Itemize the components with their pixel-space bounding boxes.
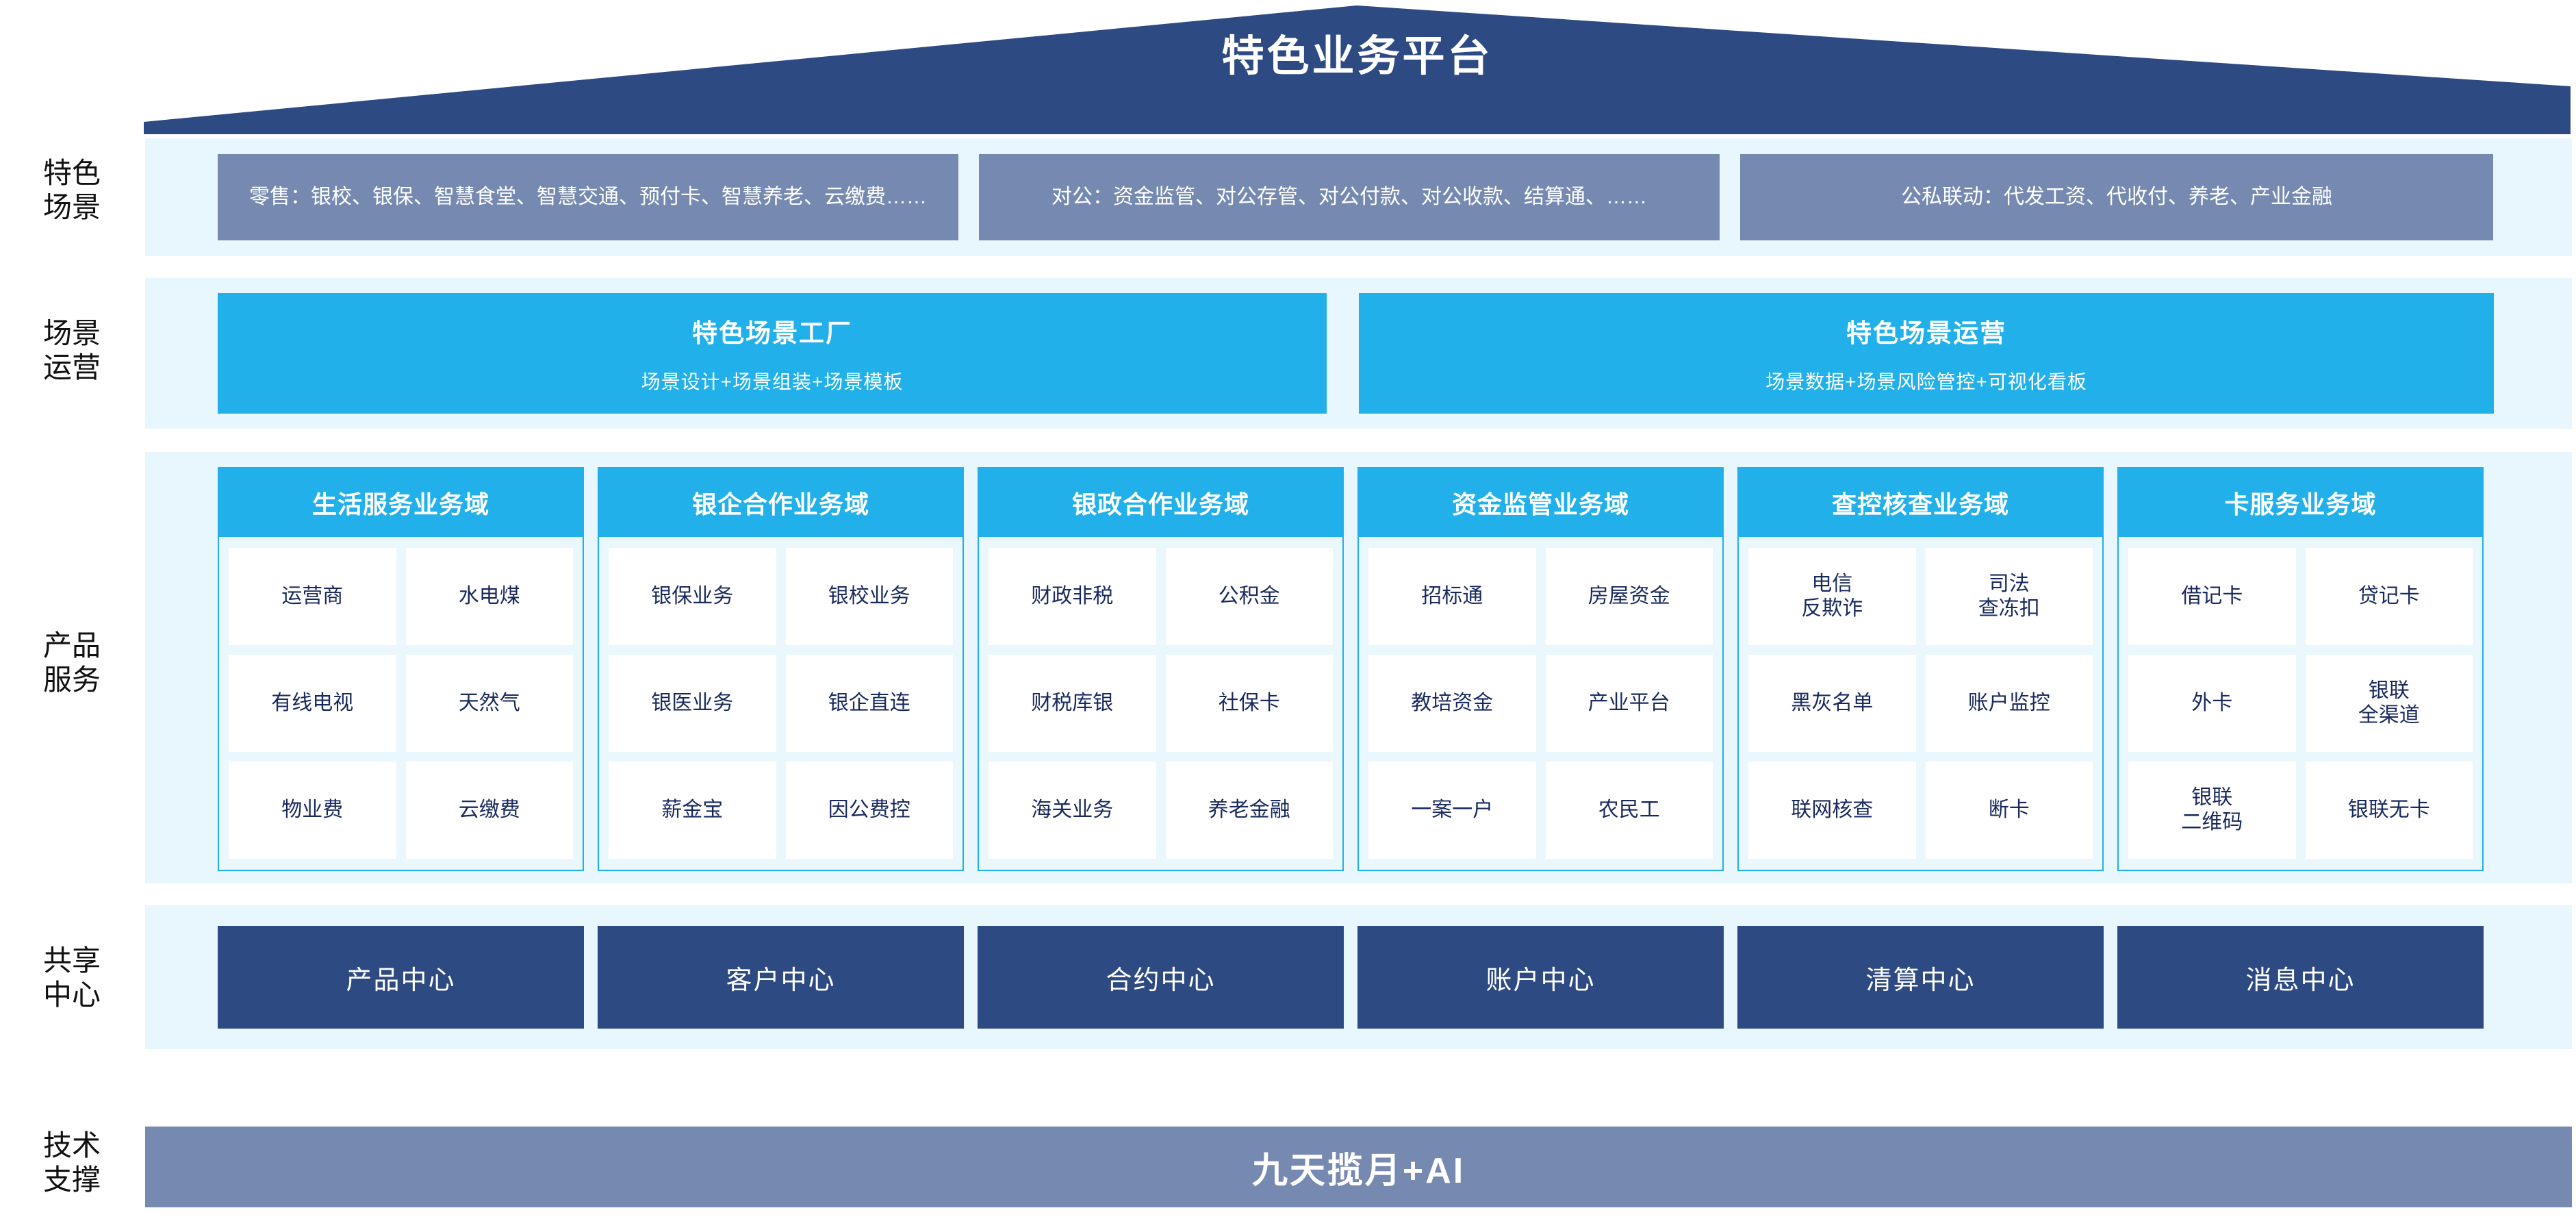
domain-cell[interactable]: 农民工: [1545, 762, 1713, 859]
domain-title: 生活服务业务域: [219, 468, 583, 537]
domain-cell-grid: 财政非税 公积金 财税库银 社保卡 海关业务 养老金融: [979, 537, 1342, 870]
domain-cell[interactable]: 银联 二维码: [2128, 762, 2296, 859]
domain-cell[interactable]: 运营商: [229, 548, 396, 645]
domain-cell[interactable]: 银企直连: [785, 655, 953, 752]
row-label-line: 技术: [42, 1129, 101, 1161]
ops-card-title: 特色场景工厂: [692, 319, 852, 347]
domain-cell[interactable]: 银校业务: [785, 548, 953, 645]
domain-cell-grid: 借记卡 贷记卡 外卡 银联 全渠道 银联 二维码 银联无卡: [2119, 537, 2482, 870]
row-label-shared-center: 共享 中心: [14, 944, 130, 1011]
domain-column-life-service[interactable]: 生活服务业务域 运营商 水电煤 有线电视 天然气 物业费 云缴费: [218, 467, 584, 871]
domain-cell[interactable]: 薪金宝: [609, 762, 776, 859]
domain-cell[interactable]: 财政非税: [989, 548, 1156, 645]
domain-cell[interactable]: 黑灰名单: [1748, 655, 1916, 752]
row-label-line: 场景: [42, 317, 101, 349]
domain-cell[interactable]: 海关业务: [989, 762, 1156, 859]
domain-title: 卡服务业务域: [2119, 468, 2482, 537]
domain-column-bank-government[interactable]: 银政合作业务域 财政非税 公积金 财税库银 社保卡 海关业务 养老金融: [978, 467, 1344, 871]
banner-roof-shape: [144, 5, 2571, 134]
domain-cell[interactable]: 司法 查冻扣: [1925, 548, 2093, 645]
domain-cell-grid: 招标通 房屋资金 教培资金 产业平台 一案一户 农民工: [1359, 537, 1722, 870]
shared-center-customer[interactable]: 客户中心: [598, 926, 964, 1029]
domain-cell[interactable]: 财税库银: [989, 655, 1156, 752]
domain-title: 资金监管业务域: [1359, 468, 1722, 537]
domain-cell[interactable]: 断卡: [1925, 762, 2093, 859]
domain-cell[interactable]: 产业平台: [1545, 655, 1713, 752]
row-label-line: 特色: [42, 157, 101, 189]
domain-title: 查控核查业务域: [1739, 468, 2102, 537]
ops-card-subtitle: 场景设计+场景组装+场景模板: [641, 371, 904, 392]
row-label-line: 运营: [42, 351, 101, 384]
domain-cell[interactable]: 联网核查: [1748, 762, 1916, 859]
page-title: 特色业务平台: [1221, 33, 1493, 80]
domain-cell[interactable]: 因公费控: [785, 762, 953, 859]
domain-cell[interactable]: 银医业务: [609, 655, 776, 752]
ops-card-scene-operation[interactable]: 特色场景运营 场景数据+场景风险管控+可视化看板: [1359, 293, 2494, 414]
row-label-line: 场景: [42, 190, 101, 223]
row-label-product-service: 产品 服务: [14, 629, 130, 696]
domain-cell-grid: 运营商 水电煤 有线电视 天然气 物业费 云缴费: [219, 537, 583, 870]
scenario-card-retail[interactable]: 零售：银校、银保、智慧食堂、智慧交通、预付卡、智慧养老、云缴费……: [218, 154, 958, 240]
domain-cell[interactable]: 一案一户: [1368, 762, 1536, 859]
row-label-line: 支撑: [42, 1163, 101, 1196]
domain-cell[interactable]: 外卡: [2128, 655, 2296, 752]
scenario-card-corporate[interactable]: 对公：资金监管、对公存管、对公付款、对公收款、结算通、……: [979, 154, 1720, 240]
domain-cell[interactable]: 教培资金: [1368, 655, 1536, 752]
scenario-card-linkage[interactable]: 公私联动：代发工资、代收付、养老、产业金融: [1740, 154, 2493, 240]
row-label-tech-support: 技术 支撑: [14, 1129, 130, 1196]
domain-title: 银企合作业务域: [599, 468, 962, 537]
domain-cell-grid: 电信 反欺诈 司法 查冻扣 黑灰名单 账户监控 联网核查 断卡: [1739, 537, 2102, 870]
domain-cell[interactable]: 物业费: [229, 762, 396, 859]
domain-cell[interactable]: 银联无卡: [2305, 762, 2473, 859]
domain-cell[interactable]: 账户监控: [1925, 655, 2093, 752]
domain-cell[interactable]: 招标通: [1368, 548, 1536, 645]
shared-center-contract[interactable]: 合约中心: [978, 926, 1344, 1029]
domain-cell[interactable]: 银联 全渠道: [2305, 655, 2473, 752]
shared-center-product[interactable]: 产品中心: [218, 926, 584, 1029]
shared-center-message[interactable]: 消息中心: [2117, 926, 2484, 1029]
domain-cell[interactable]: 房屋资金: [1545, 548, 1713, 645]
row-label-scenario: 特色 场景: [14, 156, 130, 224]
domain-column-investigation-control[interactable]: 查控核查业务域 电信 反欺诈 司法 查冻扣 黑灰名单 账户监控 联网核查 断卡: [1737, 467, 2104, 871]
domain-cell[interactable]: 水电煤: [405, 548, 573, 645]
row-label-line: 中心: [42, 978, 101, 1011]
row-label-operation: 场景 运营: [14, 316, 130, 384]
row-label-line: 共享: [42, 944, 101, 977]
ops-card-scene-factory[interactable]: 特色场景工厂 场景设计+场景组装+场景模板: [218, 293, 1327, 414]
tech-support-bar[interactable]: 九天揽月+AI: [145, 1127, 2572, 1207]
domain-cell[interactable]: 借记卡: [2128, 548, 2296, 645]
domain-cell-grid: 银保业务 银校业务 银医业务 银企直连 薪金宝 因公费控: [599, 537, 962, 870]
platform-banner: 特色业务平台: [144, 5, 2571, 134]
domain-cell[interactable]: 养老金融: [1165, 762, 1333, 859]
domain-cell[interactable]: 天然气: [405, 655, 573, 752]
domain-title: 银政合作业务域: [979, 468, 1342, 537]
domain-cell[interactable]: 有线电视: [229, 655, 396, 752]
ops-card-subtitle: 场景数据+场景风险管控+可视化看板: [1765, 371, 2087, 392]
domain-cell[interactable]: 社保卡: [1165, 655, 1333, 752]
domain-cell[interactable]: 贷记卡: [2305, 548, 2473, 645]
domain-column-fund-supervision[interactable]: 资金监管业务域 招标通 房屋资金 教培资金 产业平台 一案一户 农民工: [1357, 467, 1724, 871]
domain-cell[interactable]: 银保业务: [609, 548, 776, 645]
shared-center-account[interactable]: 账户中心: [1357, 926, 1724, 1029]
domain-column-card-service[interactable]: 卡服务业务域 借记卡 贷记卡 外卡 银联 全渠道 银联 二维码 银联无卡: [2117, 467, 2484, 871]
domain-cell[interactable]: 云缴费: [405, 762, 573, 859]
row-label-line: 产品: [42, 629, 101, 662]
row-label-line: 服务: [42, 663, 101, 696]
domain-cell[interactable]: 电信 反欺诈: [1748, 548, 1916, 645]
domain-column-bank-enterprise[interactable]: 银企合作业务域 银保业务 银校业务 银医业务 银企直连 薪金宝 因公费控: [598, 467, 964, 871]
ops-card-title: 特色场景运营: [1846, 319, 2006, 347]
shared-center-settlement[interactable]: 清算中心: [1737, 926, 2104, 1029]
domain-cell[interactable]: 公积金: [1165, 548, 1333, 645]
